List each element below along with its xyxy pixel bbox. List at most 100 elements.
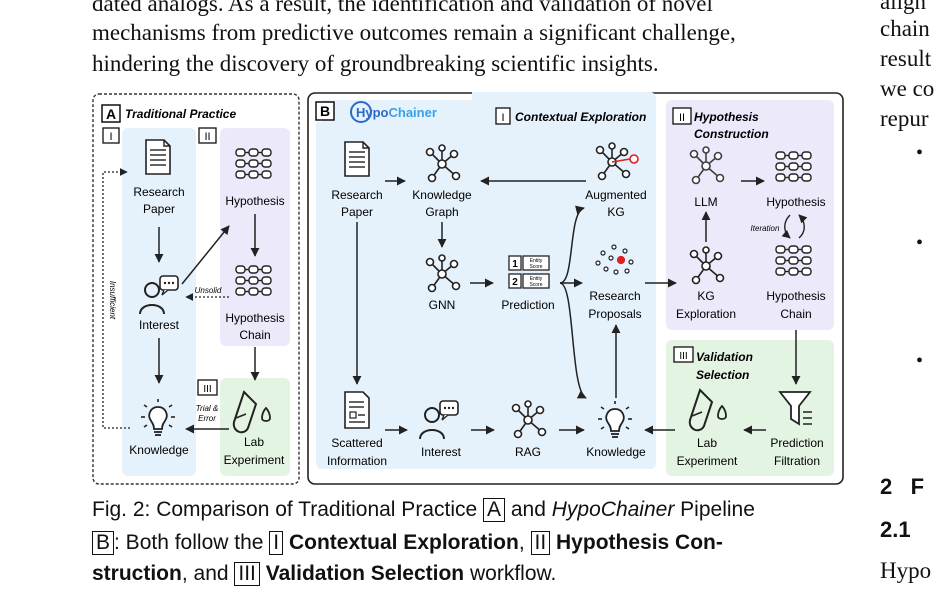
- a-knowledge-label: Knowledge: [129, 443, 189, 457]
- svg-text:Construction: Construction: [694, 127, 769, 141]
- figure-2-diagram: A Traditional Practice I II III Research…: [92, 92, 844, 485]
- svg-text:II: II: [679, 112, 685, 124]
- a-hypothesis-label: Hypothesis: [225, 194, 284, 208]
- b-gnn-label: GNN: [429, 298, 456, 312]
- b-research-paper-icon: [344, 141, 370, 177]
- b-kg-exploration-label-2: Exploration: [676, 307, 736, 321]
- bullet-2: •: [916, 232, 924, 254]
- a-trial-label: Trial &: [196, 404, 219, 413]
- caption-line-2: B: Both follow the I Contextual Explorat…: [92, 527, 852, 559]
- panel-a-blue-region: [122, 128, 196, 476]
- prediction-score-icon: 1 Entity Score 2 Entity Score: [508, 255, 550, 289]
- svg-text:III: III: [679, 351, 687, 362]
- svg-text:A: A: [106, 106, 116, 122]
- a-lab-label: Lab: [244, 435, 264, 449]
- panel-a-green-region: [220, 378, 290, 476]
- b-paper-label: Paper: [341, 205, 373, 219]
- svg-text:Validation: Validation: [696, 350, 753, 364]
- b-research-proposals-label-1: Research: [589, 289, 640, 303]
- panel-a-roman-1: I: [102, 127, 120, 144]
- svg-text:1: 1: [512, 259, 518, 270]
- b-prediction-label: Prediction: [501, 298, 554, 312]
- svg-text:II: II: [204, 131, 210, 143]
- svg-text:2: 2: [512, 277, 518, 288]
- panel-a-roman-3: III: [197, 379, 218, 396]
- b-hypothesis-label: Hypothesis: [766, 195, 825, 209]
- a-hypothesis-chain-label-1: Hypothesis: [225, 311, 284, 325]
- a-paper-label: Paper: [143, 202, 175, 216]
- svg-text:HypoChainer: HypoChainer: [356, 105, 437, 120]
- a-unsolid-label: Unsolid: [195, 286, 222, 295]
- panel-b-badge: B: [315, 101, 335, 121]
- svg-text:I: I: [501, 112, 504, 124]
- b-information-label: Information: [327, 454, 387, 468]
- svg-text:Score: Score: [529, 264, 542, 270]
- svg-text:Entity: Entity: [530, 258, 543, 264]
- hypothesis-chain-icon: [235, 265, 272, 296]
- b-prediction-filtration-label-1: Prediction: [770, 436, 823, 450]
- a-experiment-label: Experiment: [224, 453, 285, 467]
- research-proposals-dots-icon: [595, 244, 634, 275]
- section-2-header: II Hypothesis Construction: [672, 107, 769, 141]
- body-text-line-3: hindering the discovery of groundbreakin…: [92, 51, 659, 76]
- caption-box-2: II: [530, 531, 551, 555]
- a-hypothesis-chain-label-2: Chain: [239, 328, 270, 342]
- panel-a-frame: [92, 93, 300, 485]
- panel-a-title: Traditional Practice: [125, 107, 236, 121]
- b-hypothesis-icon: [775, 151, 812, 182]
- research-paper-icon: [145, 139, 171, 175]
- right-col-line-3: result: [880, 46, 932, 71]
- svg-text:B: B: [320, 103, 330, 119]
- b-hypothesis-chain-icon: [775, 245, 812, 276]
- svg-text:Selection: Selection: [696, 368, 749, 382]
- right-col-line-4: we co: [880, 76, 935, 101]
- right-col-line-2: chain: [880, 16, 930, 41]
- panel-b-green-region: [666, 340, 834, 476]
- right-col-line-1: align: [880, 0, 926, 14]
- caption-box-1: I: [269, 531, 284, 555]
- b-hypothesis-chain-label-2: Chain: [780, 307, 811, 321]
- b-scattered-label: Scattered: [331, 436, 382, 450]
- caption-box-a: A: [483, 498, 506, 522]
- b-research-proposals-label-2: Proposals: [588, 307, 641, 321]
- section-heading: 2 F: [880, 474, 925, 499]
- b-hypothesis-chain-label-1: Hypothesis: [766, 289, 825, 303]
- a-research-label: Research: [133, 185, 184, 199]
- panel-a-badge: A: [101, 104, 121, 123]
- b-experiment-label: Experiment: [677, 454, 738, 468]
- b-llm-label: LLM: [694, 195, 717, 209]
- b-lab-label: Lab: [697, 436, 717, 450]
- caption-line-3: struction, and III Validation Selection …: [92, 562, 557, 586]
- b-research-label: Research: [331, 188, 382, 202]
- hypochainer-logo: HypoChainer: [350, 101, 437, 123]
- svg-text:Score: Score: [529, 282, 542, 288]
- b-kg-label-1: Knowledge: [412, 188, 472, 202]
- b-augmented-kg-label: KG: [607, 205, 624, 219]
- caption-box-3: III: [234, 562, 260, 586]
- b-augmented-label: Augmented: [585, 188, 646, 202]
- panel-a-roman-2: II: [198, 127, 217, 144]
- scattered-information-icon: [344, 391, 370, 429]
- caption-box-b: B: [92, 531, 115, 555]
- subsection-heading: 2.1: [880, 517, 911, 542]
- bullet-3: •: [916, 350, 924, 372]
- svg-text:Contextual Exploration: Contextual Exploration: [515, 110, 646, 124]
- a-interest-label: Interest: [139, 318, 180, 332]
- b-rag-label: RAG: [515, 445, 541, 459]
- section-1-header: I Contextual Exploration: [495, 107, 646, 125]
- bullet-1: •: [916, 142, 924, 164]
- a-insufficient-label: Insufficient: [108, 281, 117, 320]
- svg-text:III: III: [203, 384, 211, 395]
- b-kg-exploration-label-1: KG: [697, 289, 714, 303]
- svg-text:Entity: Entity: [530, 276, 543, 282]
- section-3-header: III Validation Selection: [673, 346, 753, 382]
- b-kg-label-2: Graph: [425, 205, 458, 219]
- a-error-label: Error: [198, 414, 216, 423]
- b-knowledge-label: Knowledge: [586, 445, 646, 459]
- svg-text:I: I: [109, 131, 112, 143]
- right-col-line-5: repur: [880, 106, 929, 131]
- caption-line-1: Fig. 2: Comparison of Traditional Practi…: [92, 498, 755, 522]
- b-iteration-label: Iteration: [751, 224, 780, 233]
- svg-text:Hypothesis: Hypothesis: [694, 110, 759, 124]
- filter-icon: [778, 391, 812, 426]
